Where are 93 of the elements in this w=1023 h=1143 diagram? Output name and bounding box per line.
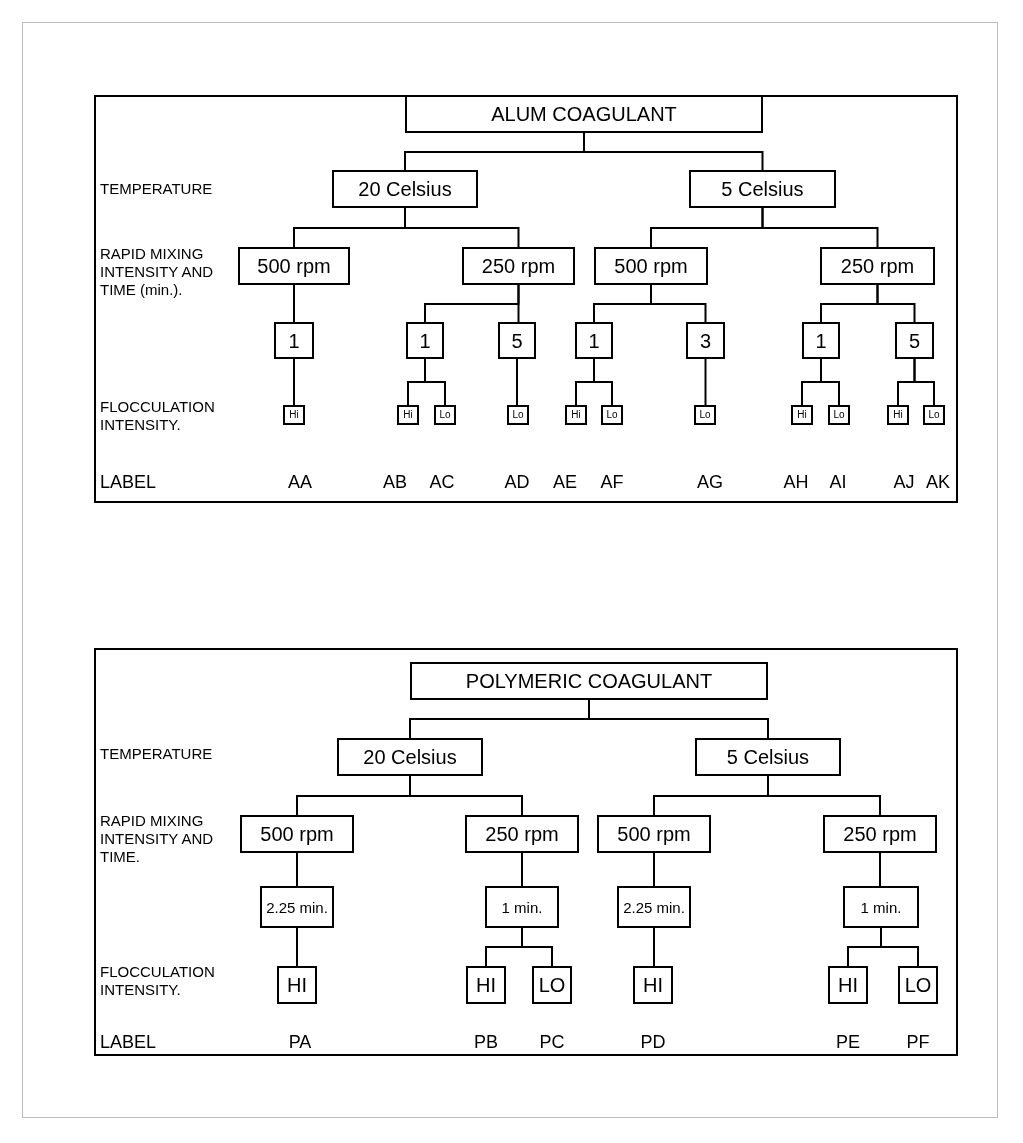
tree-box: POLYMERIC COAGULANT [410, 662, 768, 700]
tree-box: 500 rpm [594, 247, 708, 285]
tree-box: ALUM COAGULANT [405, 95, 763, 133]
tree-box: Lo [507, 405, 529, 425]
connector-line [880, 927, 919, 967]
tree-box: 1 [274, 322, 314, 359]
tree-box: 250 rpm [820, 247, 935, 285]
tree-box: 20 Celsius [332, 170, 478, 208]
sample-label: AB [382, 472, 408, 494]
tree-box: 1 [575, 322, 613, 359]
connector-line [820, 358, 840, 406]
sample-label: AG [696, 472, 724, 494]
connector-line [521, 927, 553, 967]
row-label: TEMPERATURE [100, 180, 214, 198]
row-label: RAPID MIXING INTENSITY AND TIME (min.). [100, 245, 215, 299]
sample-label: PA [287, 1032, 313, 1054]
tree-box: 5 [895, 322, 934, 359]
tree-box: LO [532, 966, 572, 1004]
tree-box: Lo [923, 405, 945, 425]
sample-label: AJ [892, 472, 916, 494]
tree-box: 1 [802, 322, 840, 359]
row-label: LABEL [100, 1032, 158, 1054]
tree-box: 20 Celsius [337, 738, 483, 776]
tree-box: HI [466, 966, 506, 1004]
tree-box: Hi [565, 405, 587, 425]
tree-box: 250 rpm [465, 815, 579, 853]
connector-line [761, 207, 879, 248]
sample-label: PC [538, 1032, 566, 1054]
sample-label: AK [925, 472, 951, 494]
tree-box: 5 Celsius [689, 170, 836, 208]
tree-box: Hi [397, 405, 419, 425]
sample-label: AD [503, 472, 531, 494]
panel-frame [94, 648, 958, 1056]
sample-label: PF [905, 1032, 931, 1054]
connector-line [409, 775, 523, 816]
connector-line [424, 358, 446, 406]
tree-box: Hi [887, 405, 909, 425]
connector-line [653, 852, 655, 887]
connector-line [583, 132, 764, 171]
tree-box: 5 Celsius [695, 738, 841, 776]
row-label: FLOCCULATION INTENSITY. [100, 398, 216, 434]
tree-box: Hi [791, 405, 813, 425]
tree-box: 3 [686, 322, 725, 359]
connector-line [913, 358, 935, 406]
tree-box: Lo [434, 405, 456, 425]
tree-box: 1 min. [843, 886, 919, 928]
connector-line [879, 852, 881, 887]
tree-box: Lo [694, 405, 716, 425]
tree-box: HI [277, 966, 317, 1004]
connector-line [516, 358, 518, 406]
connector-line [296, 852, 298, 887]
tree-box: HI [828, 966, 868, 1004]
panel-frame [94, 95, 958, 503]
tree-box: 1 [406, 322, 444, 359]
tree-box: 250 rpm [462, 247, 575, 285]
row-label: LABEL [100, 472, 158, 494]
sample-label: AI [828, 472, 848, 494]
row-label: TEMPERATURE [100, 745, 214, 763]
sample-label: AC [428, 472, 456, 494]
connector-line [521, 852, 523, 887]
tree-box: 500 rpm [240, 815, 354, 853]
tree-box: Lo [828, 405, 850, 425]
tree-box: Hi [283, 405, 305, 425]
tree-box: 250 rpm [823, 815, 937, 853]
tree-box: 500 rpm [238, 247, 350, 285]
sample-label: AH [782, 472, 810, 494]
tree-box: 500 rpm [597, 815, 711, 853]
tree-box: 2.25 min. [617, 886, 691, 928]
sample-label: AE [552, 472, 578, 494]
tree-box: HI [633, 966, 673, 1004]
tree-box: 5 [498, 322, 536, 359]
tree-box: LO [898, 966, 938, 1004]
tree-box: 1 min. [485, 886, 559, 928]
tree-box: Lo [601, 405, 623, 425]
connector-line [588, 699, 769, 739]
tree-box: 2.25 min. [260, 886, 334, 928]
connector-line [653, 927, 655, 967]
connector-line [876, 284, 916, 323]
row-label: FLOCCULATION INTENSITY. [100, 963, 216, 999]
connector-line [517, 284, 520, 323]
connector-line [767, 775, 881, 816]
connector-line [593, 358, 613, 406]
connector-line [650, 284, 707, 323]
connector-line [293, 284, 295, 323]
connector-line [293, 358, 295, 406]
sample-label: AF [599, 472, 625, 494]
connector-line [704, 358, 707, 406]
sample-label: AA [287, 472, 313, 494]
row-label: RAPID MIXING INTENSITY AND TIME. [100, 812, 215, 866]
sample-label: PD [639, 1032, 667, 1054]
connector-line [296, 927, 298, 967]
sample-label: PE [835, 1032, 861, 1054]
sample-label: PB [473, 1032, 499, 1054]
